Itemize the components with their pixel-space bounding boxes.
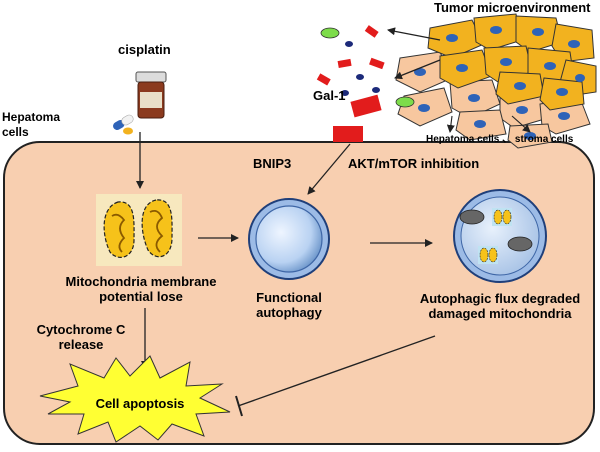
bnip3-label: BNIP3 xyxy=(253,156,292,171)
navy-dot-factor xyxy=(372,87,380,93)
functional-autophagy-label: Functional autophagy xyxy=(256,290,322,320)
mito-loss-label: Mitochondria membrane potential lose xyxy=(65,274,217,304)
akt-mtor-label: AKT/mTOR inhibition xyxy=(348,156,480,171)
secretion-arrow xyxy=(394,59,441,80)
green-oval-factor xyxy=(320,27,340,39)
gal1-label: Gal-1 xyxy=(313,88,346,103)
apoptosis-burst-icon xyxy=(39,355,231,443)
gal1-small-bar xyxy=(316,73,331,86)
autophagosome-icon xyxy=(248,198,330,280)
tumor-cell-cluster-icon xyxy=(395,13,597,149)
gal1-protein-icon xyxy=(350,94,382,118)
gal1-small-bar xyxy=(369,57,385,70)
tablet-icon xyxy=(123,127,133,135)
green-oval-factor xyxy=(395,96,415,108)
cluster-label-arrow xyxy=(446,115,455,133)
navy-dot-factor xyxy=(356,74,364,80)
inhibition-line xyxy=(235,335,436,417)
autophagic-flux-label: Autophagic flux degraded damaged mitocho… xyxy=(419,291,581,321)
gal1-small-bar xyxy=(337,58,352,68)
cluster-label-arrow xyxy=(511,115,531,133)
capsule-icon xyxy=(113,114,134,130)
cisplatin-label: cisplatin xyxy=(118,42,171,57)
cytochrome-c-label: Cytochrome C release xyxy=(36,322,126,352)
cell-apoptosis-label: Cell apoptosis xyxy=(95,396,185,411)
autolysosome-icon xyxy=(453,189,547,283)
tumor-microenvironment-label: Tumor microenvironment xyxy=(434,0,591,15)
mitochondria-icon xyxy=(96,194,182,266)
gal1-membrane-icon xyxy=(333,126,363,142)
navy-dot-factor xyxy=(345,41,353,47)
hepatoma-stroma-label: Hepatoma cells 、 stroma cells xyxy=(426,134,574,145)
secretion-arrow xyxy=(387,27,441,41)
secreted-factors xyxy=(316,25,415,108)
pill-bottle-icon xyxy=(135,71,167,119)
gal1-to-autophagy-arrow xyxy=(307,143,351,195)
navy-dot-factor xyxy=(341,90,349,96)
hepatoma-cells-label: Hepatoma cells xyxy=(2,110,61,139)
gal1-small-bar xyxy=(364,25,379,38)
